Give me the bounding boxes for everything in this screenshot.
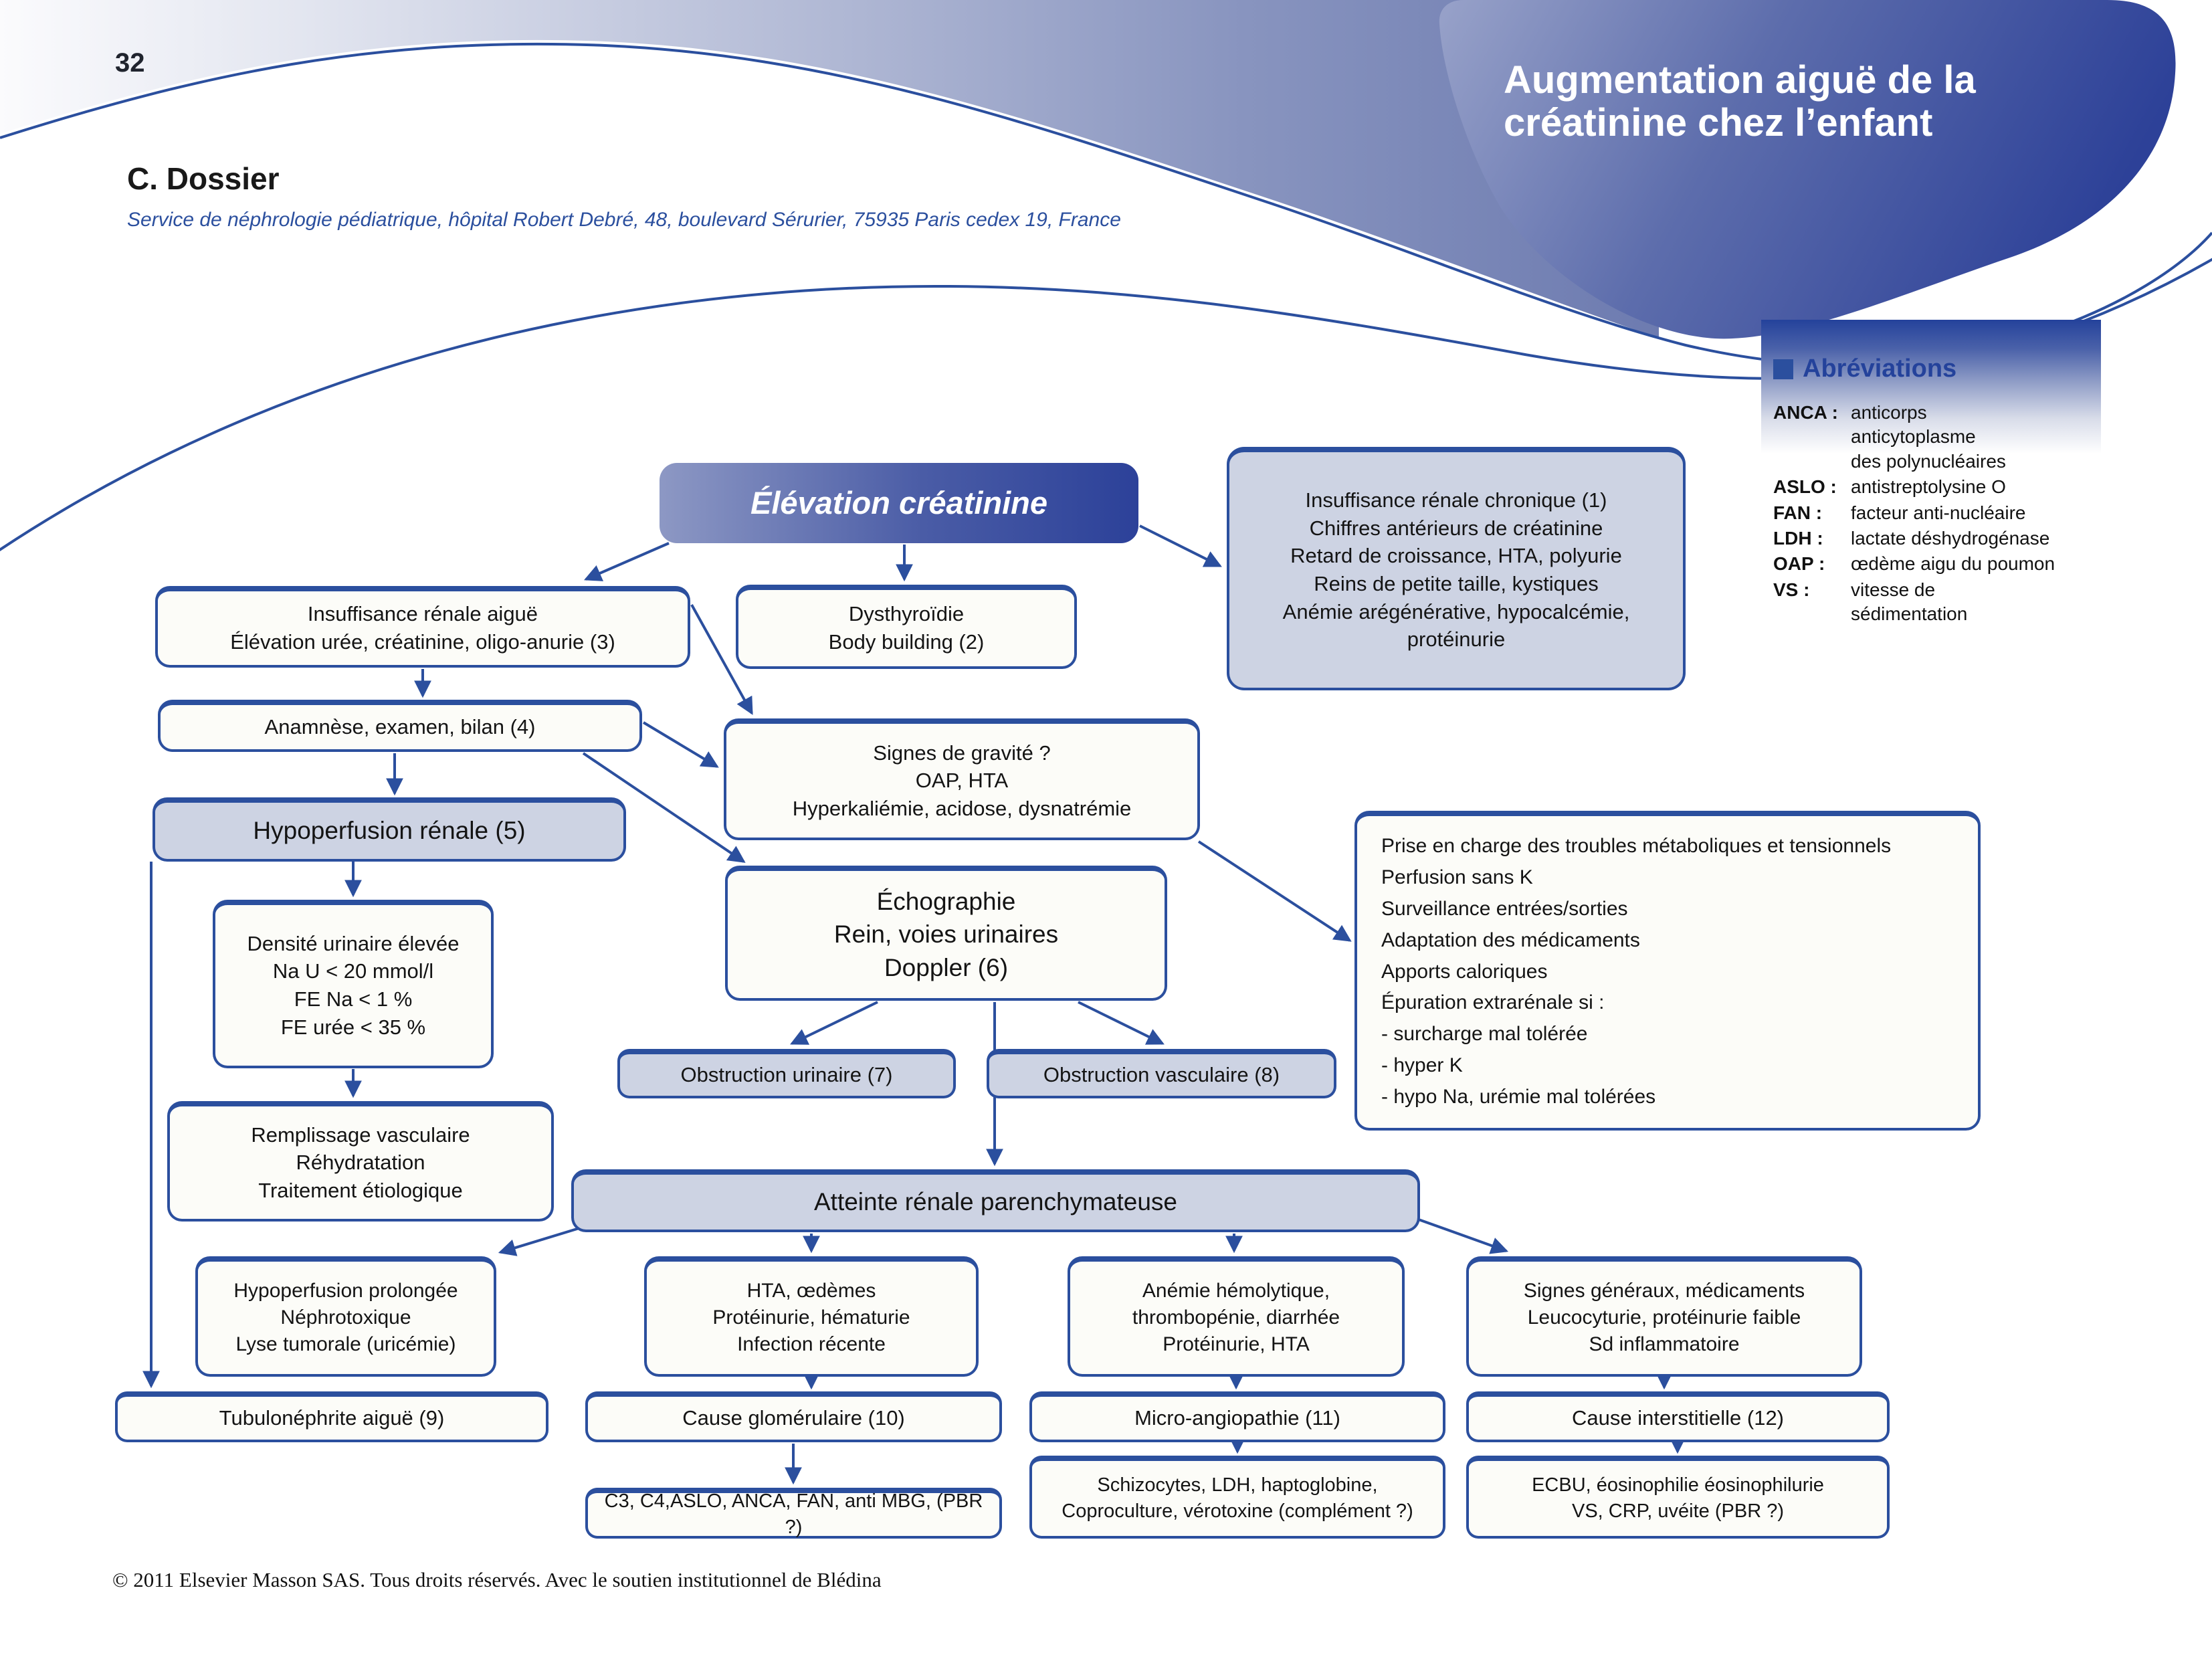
abbr-definition: œdème aigu du poumon xyxy=(1851,553,2055,575)
abbreviations-bullet-icon xyxy=(1773,359,1793,379)
arrow-atteinte-to-hypoperfusion-prolongee xyxy=(498,1227,580,1256)
abbreviations-panel: Abréviations ANCA : anticorps anticytopl… xyxy=(1761,320,2101,638)
node-signes-de-gravite: Signes de gravité ? OAP, HTA Hyperkaliém… xyxy=(724,718,1200,840)
node-bilan-interstitiel: ECBU, éosinophilie éosinophilurie VS, CR… xyxy=(1466,1456,1890,1539)
page-title: Augmentation aiguë de la créatinine chez… xyxy=(1504,58,1976,144)
arrow-echo-to-obstruction-urinaire xyxy=(790,1001,878,1045)
node-anemie-hemolytique: Anémie hémolytique, thrombopénie, diarrh… xyxy=(1068,1256,1405,1377)
arrow-signes-to-prise-en-charge xyxy=(1197,840,1352,942)
node-densite-urinaire: Densité urinaire élevée Na U < 20 mmol/l… xyxy=(213,900,494,1068)
author-name: C. Dossier xyxy=(127,161,280,196)
arrow-ira-to-signes xyxy=(690,604,753,715)
node-tubulonephrite: Tubulonéphrite aiguë (9) xyxy=(115,1391,548,1442)
header-wave-band xyxy=(0,0,1659,338)
title-blob xyxy=(1439,0,2176,339)
abbr-definition: antistreptolysine O xyxy=(1851,476,2006,498)
abbr-definition: anticorps anticytoplasme des polynucléai… xyxy=(1851,402,2006,472)
arrow-atteinte-to-signes-generaux xyxy=(1416,1217,1509,1254)
arrow-anamnese-to-echographie xyxy=(582,752,746,863)
arrow-elevation-to-ira xyxy=(584,542,670,581)
node-hta-oedemes: HTA, œdèmes Protéinurie, hématurie Infec… xyxy=(644,1256,979,1377)
arrow-echo-to-obstruction-vasculaire xyxy=(1078,1001,1165,1045)
node-echographie: Échographie Rein, voies urinaires Dopple… xyxy=(725,866,1167,1001)
node-insuffisance-renale-aigue: Insuffisance rénale aiguë Élévation urée… xyxy=(155,586,690,668)
abbreviation-entry: ASLO : antistreptolysine O xyxy=(1773,475,2089,499)
node-insuffisance-renale-chronique: Insuffisance rénale chronique (1) Chiffr… xyxy=(1227,447,1686,690)
node-signes-generaux: Signes généraux, médicaments Leucocyturi… xyxy=(1466,1256,1862,1377)
node-anamnese: Anamnèse, examen, bilan (4) xyxy=(158,700,642,752)
abbreviation-entry: VS : vitesse de sédimentation xyxy=(1773,578,2089,627)
abbreviations-title: Abréviations xyxy=(1803,355,1957,383)
arrow-anamnese-to-signes xyxy=(642,721,719,768)
abbr-term: FAN : xyxy=(1773,502,1823,523)
node-obstruction-vasculaire: Obstruction vasculaire (8) xyxy=(987,1049,1336,1098)
node-prise-en-charge: Prise en charge des troubles métabolique… xyxy=(1354,811,1981,1131)
abbreviation-entry: OAP : œdème aigu du poumon xyxy=(1773,552,2089,576)
node-cause-interstitielle: Cause interstitielle (12) xyxy=(1466,1391,1890,1442)
copyright-line: © 2011 Elsevier Masson SAS. Tous droits … xyxy=(112,1568,882,1591)
node-hypoperfusion-renale: Hypoperfusion rénale (5) xyxy=(153,797,626,862)
abbr-definition: facteur anti-nucléaire xyxy=(1851,502,2026,523)
connectors xyxy=(142,524,1686,1485)
abbr-term: ANCA : xyxy=(1773,402,1838,423)
node-elevation-creatinine: Élévation créatinine xyxy=(660,463,1138,543)
abbr-definition: vitesse de sédimentation xyxy=(1851,579,1968,625)
abbreviation-entry: FAN : facteur anti-nucléaire xyxy=(1773,501,2089,525)
node-bilan-glomerulaire: C3, C4,ASLO, ANCA, FAN, anti MBG, (PBR ?… xyxy=(585,1488,1002,1539)
node-obstruction-urinaire: Obstruction urinaire (7) xyxy=(617,1049,956,1098)
node-micro-angiopathie: Micro-angiopathie (11) xyxy=(1029,1391,1445,1442)
abbr-term: ASLO : xyxy=(1773,476,1837,498)
node-atteinte-parenchymateuse: Atteinte rénale parenchymateuse xyxy=(571,1169,1420,1232)
abbreviation-entry: ANCA : anticorps anticytoplasme des poly… xyxy=(1773,401,2089,474)
abbreviation-entry: LDH : lactate déshydrogénase xyxy=(1773,526,2089,551)
node-remplissage-vasculaire: Remplissage vasculaire Réhydratation Tra… xyxy=(167,1101,554,1222)
arrow-elevation-to-irc xyxy=(1139,524,1222,567)
author-affiliation: Service de néphrologie pédiatrique, hôpi… xyxy=(127,209,1121,231)
node-hypoperfusion-prolongee: Hypoperfusion prolongée Néphrotoxique Ly… xyxy=(195,1256,496,1377)
node-dysthyroidie: Dysthyroïdie Body building (2) xyxy=(736,585,1077,669)
abbr-definition: lactate déshydrogénase xyxy=(1851,527,2050,549)
abbr-term: OAP : xyxy=(1773,553,1825,575)
node-bilan-micro-angiopathie: Schizocytes, LDH, haptoglobine, Coprocul… xyxy=(1029,1456,1445,1539)
page-number: 32 xyxy=(115,48,145,78)
node-cause-glomerulaire: Cause glomérulaire (10) xyxy=(585,1391,1002,1442)
abbr-term: LDH : xyxy=(1773,527,1823,549)
abbr-term: VS : xyxy=(1773,579,1810,600)
abbreviations-header: Abréviations xyxy=(1773,355,2089,383)
